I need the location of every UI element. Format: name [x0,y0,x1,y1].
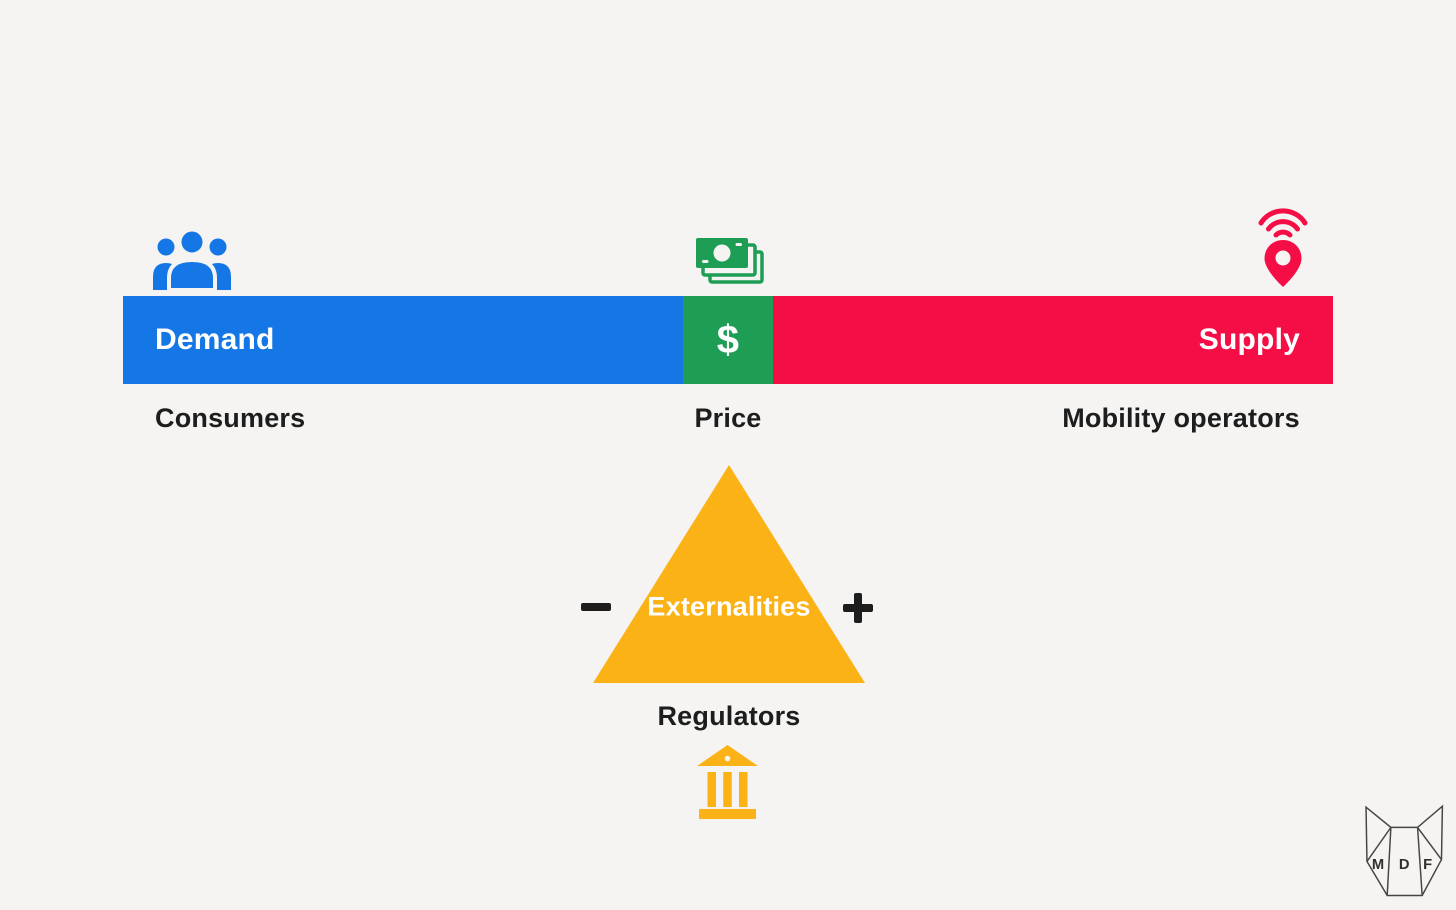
minus-icon [581,603,611,611]
price-segment: $ [683,296,773,384]
logo-letter-d: D [1399,857,1410,873]
logo-letter-m: M [1372,857,1384,873]
bank-building-icon [697,745,758,819]
logo-letter-f: F [1423,857,1432,873]
location-pin-signal-icon [1258,208,1308,287]
supply-demand-bar: Demand $ Supply [123,296,1333,384]
supply-segment: Supply [773,296,1333,384]
mdf-fox-logo: M D F [1365,804,1444,897]
demand-segment: Demand [123,296,683,384]
people-group-icon [153,228,231,290]
supply-label: Supply [1198,323,1300,356]
price-label: Price [694,403,762,433]
regulators-label: Regulators [657,701,801,731]
banknotes-icon [696,238,764,284]
consumers-label: Consumers [155,403,306,433]
plus-icon [843,593,873,623]
demand-label: Demand [155,323,275,356]
mobility-operators-label: Mobility operators [1062,403,1300,433]
externalities-triangle [593,465,865,683]
dollar-symbol: $ [716,317,740,362]
externalities-label: Externalities [647,591,811,622]
